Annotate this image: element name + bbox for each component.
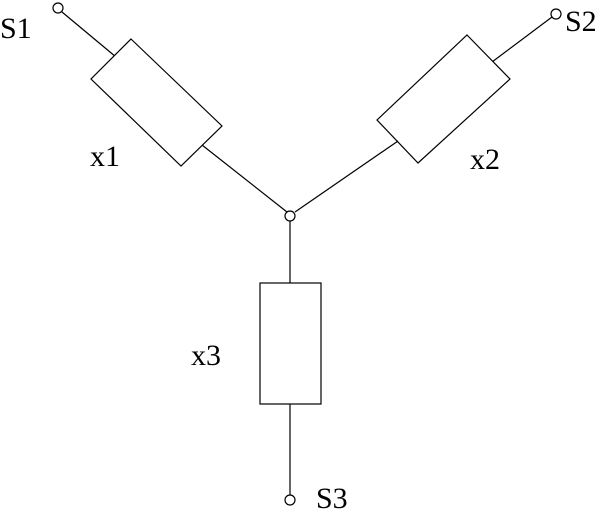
terminal-s1: [52, 2, 64, 14]
terminal-s2: [550, 8, 562, 20]
branch-x3: [259, 221, 322, 495]
wire-s2-x2: [491, 16, 553, 63]
resistor-x3: [259, 282, 322, 405]
branch-x1: [61, 11, 288, 213]
wire-x1-center: [201, 144, 288, 213]
terminal-s3: [284, 494, 296, 506]
label-s2: S2: [565, 5, 597, 38]
label-x3: x3: [191, 339, 221, 372]
resistor-x1: [90, 38, 223, 167]
resistor-x2: [376, 34, 511, 164]
branch-x2: [294, 16, 553, 213]
label-s3: S3: [316, 482, 348, 513]
label-x2: x2: [470, 143, 500, 176]
wire-s1-x1: [61, 11, 123, 63]
label-s1: S1: [0, 12, 32, 45]
label-x1: x1: [90, 140, 120, 173]
wire-x2-center: [294, 140, 399, 213]
center-node: [284, 210, 296, 222]
